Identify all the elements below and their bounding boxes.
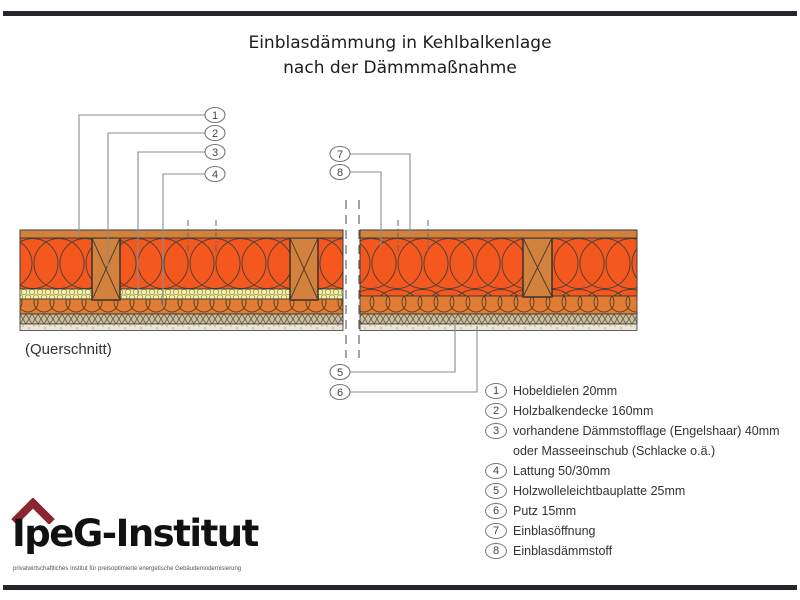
leader-5 [350, 317, 456, 373]
legend-item-7: 7 Einblasöffnung [485, 521, 780, 541]
legend-item-3: 3 vorhandene Dämmstofflage (Engelshaar) … [485, 421, 780, 441]
legend-label: Holzbalkendecke 160mm [513, 404, 654, 418]
logo-wordmark-bold: IpeG- [12, 512, 117, 555]
legend-badge: 2 [485, 403, 507, 419]
bottom-rule-bar [3, 585, 797, 590]
top-rule-bar [3, 11, 797, 16]
callout-number: 8 [337, 167, 343, 179]
legend-item-4: 4 Lattung 50/30mm [485, 461, 780, 481]
callout-badge-7: 7 [329, 145, 351, 163]
blow-hole-centerlines [187, 220, 429, 252]
layer-cavity-insulation-right [359, 237, 638, 297]
legend-label: Einblasdämmstoff [513, 544, 613, 558]
leader-1 [78, 114, 205, 236]
legend-label: vorhandene Dämmstofflage (Engelshaar) 40… [513, 424, 780, 438]
logo-tagline: privatwirtschaftliches Institut für prei… [13, 566, 242, 572]
leader-7 [350, 153, 411, 236]
legend-badge: 5 [485, 483, 507, 499]
logo-wordmark: IpeG-Institut [12, 512, 260, 555]
layer-woodwool-left [19, 313, 344, 325]
legend-item-5: 5 Holzwolleleichtbauplatte 25mm [485, 481, 780, 501]
logo-wordmark-light: Institut [115, 512, 260, 555]
callout-badge-1: 1 [204, 106, 226, 124]
layer-woodwool-right [359, 313, 638, 325]
callout-badge-6: 6 [329, 383, 351, 401]
roof-icon [11, 498, 55, 524]
page-title: Einblasdämmung in Kehlbalkenlage nach de… [0, 31, 800, 80]
callout-number: 4 [212, 169, 218, 181]
callout-number: 1 [212, 110, 218, 122]
legend-item-8: 8 Einblasdämmstoff [485, 541, 780, 561]
legend-badge: 4 [485, 463, 507, 479]
legend-item-6: 6 Putz 15mm [485, 501, 780, 521]
callout-badge-8: 8 [329, 163, 351, 181]
callout-badge-5: 5 [329, 363, 351, 381]
legend-label: Hobeldielen 20mm [513, 384, 618, 398]
legend-item-1: 1 Hobeldielen 20mm [485, 381, 780, 401]
legend-badge: 1 [485, 383, 507, 399]
layer-lath-left [19, 298, 344, 315]
callout-number: 2 [212, 128, 218, 140]
legend-label: Holzwolleleichtbauplatte 25mm [513, 484, 686, 498]
section-view-label: (Querschnitt) [25, 341, 112, 358]
callout-number: 6 [337, 387, 343, 399]
callout-badges: 1 2 3 4 7 8 5 [204, 106, 351, 401]
beam [522, 237, 553, 298]
section-right [359, 229, 638, 331]
callout-number: 3 [212, 147, 218, 159]
layer-lath-right [359, 295, 638, 315]
beam [91, 237, 121, 301]
callout-number: 5 [337, 367, 343, 379]
legend-badge: 3 [485, 423, 507, 439]
beam [289, 237, 319, 301]
legend-label: Lattung 50/30mm [513, 464, 611, 478]
layer-plaster-right [359, 323, 638, 331]
page-title-line2: nach der Dämmmaßnahme [283, 57, 517, 78]
legend-label: Einblasöffnung [513, 524, 596, 538]
legend-item-2: 2 Holzbalkendecke 160mm [485, 401, 780, 421]
layer-cavity-insulation-left [19, 237, 344, 290]
leader-8 [350, 171, 382, 247]
legend-badge: 7 [485, 523, 507, 539]
callout-badge-2: 2 [204, 124, 226, 142]
layer-floorboards-left [19, 229, 344, 239]
leader-2 [107, 132, 205, 268]
callout-badge-3: 3 [204, 143, 226, 161]
section-break-lines [345, 200, 360, 358]
legend: 1 Hobeldielen 20mm 2 Holzbalkendecke 160… [485, 381, 780, 561]
legend-badge: 8 [485, 543, 507, 559]
leader-3 [137, 151, 205, 295]
legend-label: Putz 15mm [513, 504, 577, 518]
layer-floorboards-right [359, 229, 638, 239]
callout-number: 7 [337, 149, 343, 161]
leader-4 [162, 173, 205, 308]
callout-badge-4: 4 [204, 165, 226, 183]
leader-6 [350, 326, 478, 393]
legend-badge: 6 [485, 503, 507, 519]
layer-plaster-left [19, 323, 344, 331]
section-left [19, 229, 344, 331]
legend-item-3-line2: oder Masseeinschub (Schlacke o.ä.) [513, 444, 716, 458]
page-title-line1: Einblasdämmung in Kehlbalkenlage [248, 33, 552, 53]
leader-lines [78, 114, 478, 393]
